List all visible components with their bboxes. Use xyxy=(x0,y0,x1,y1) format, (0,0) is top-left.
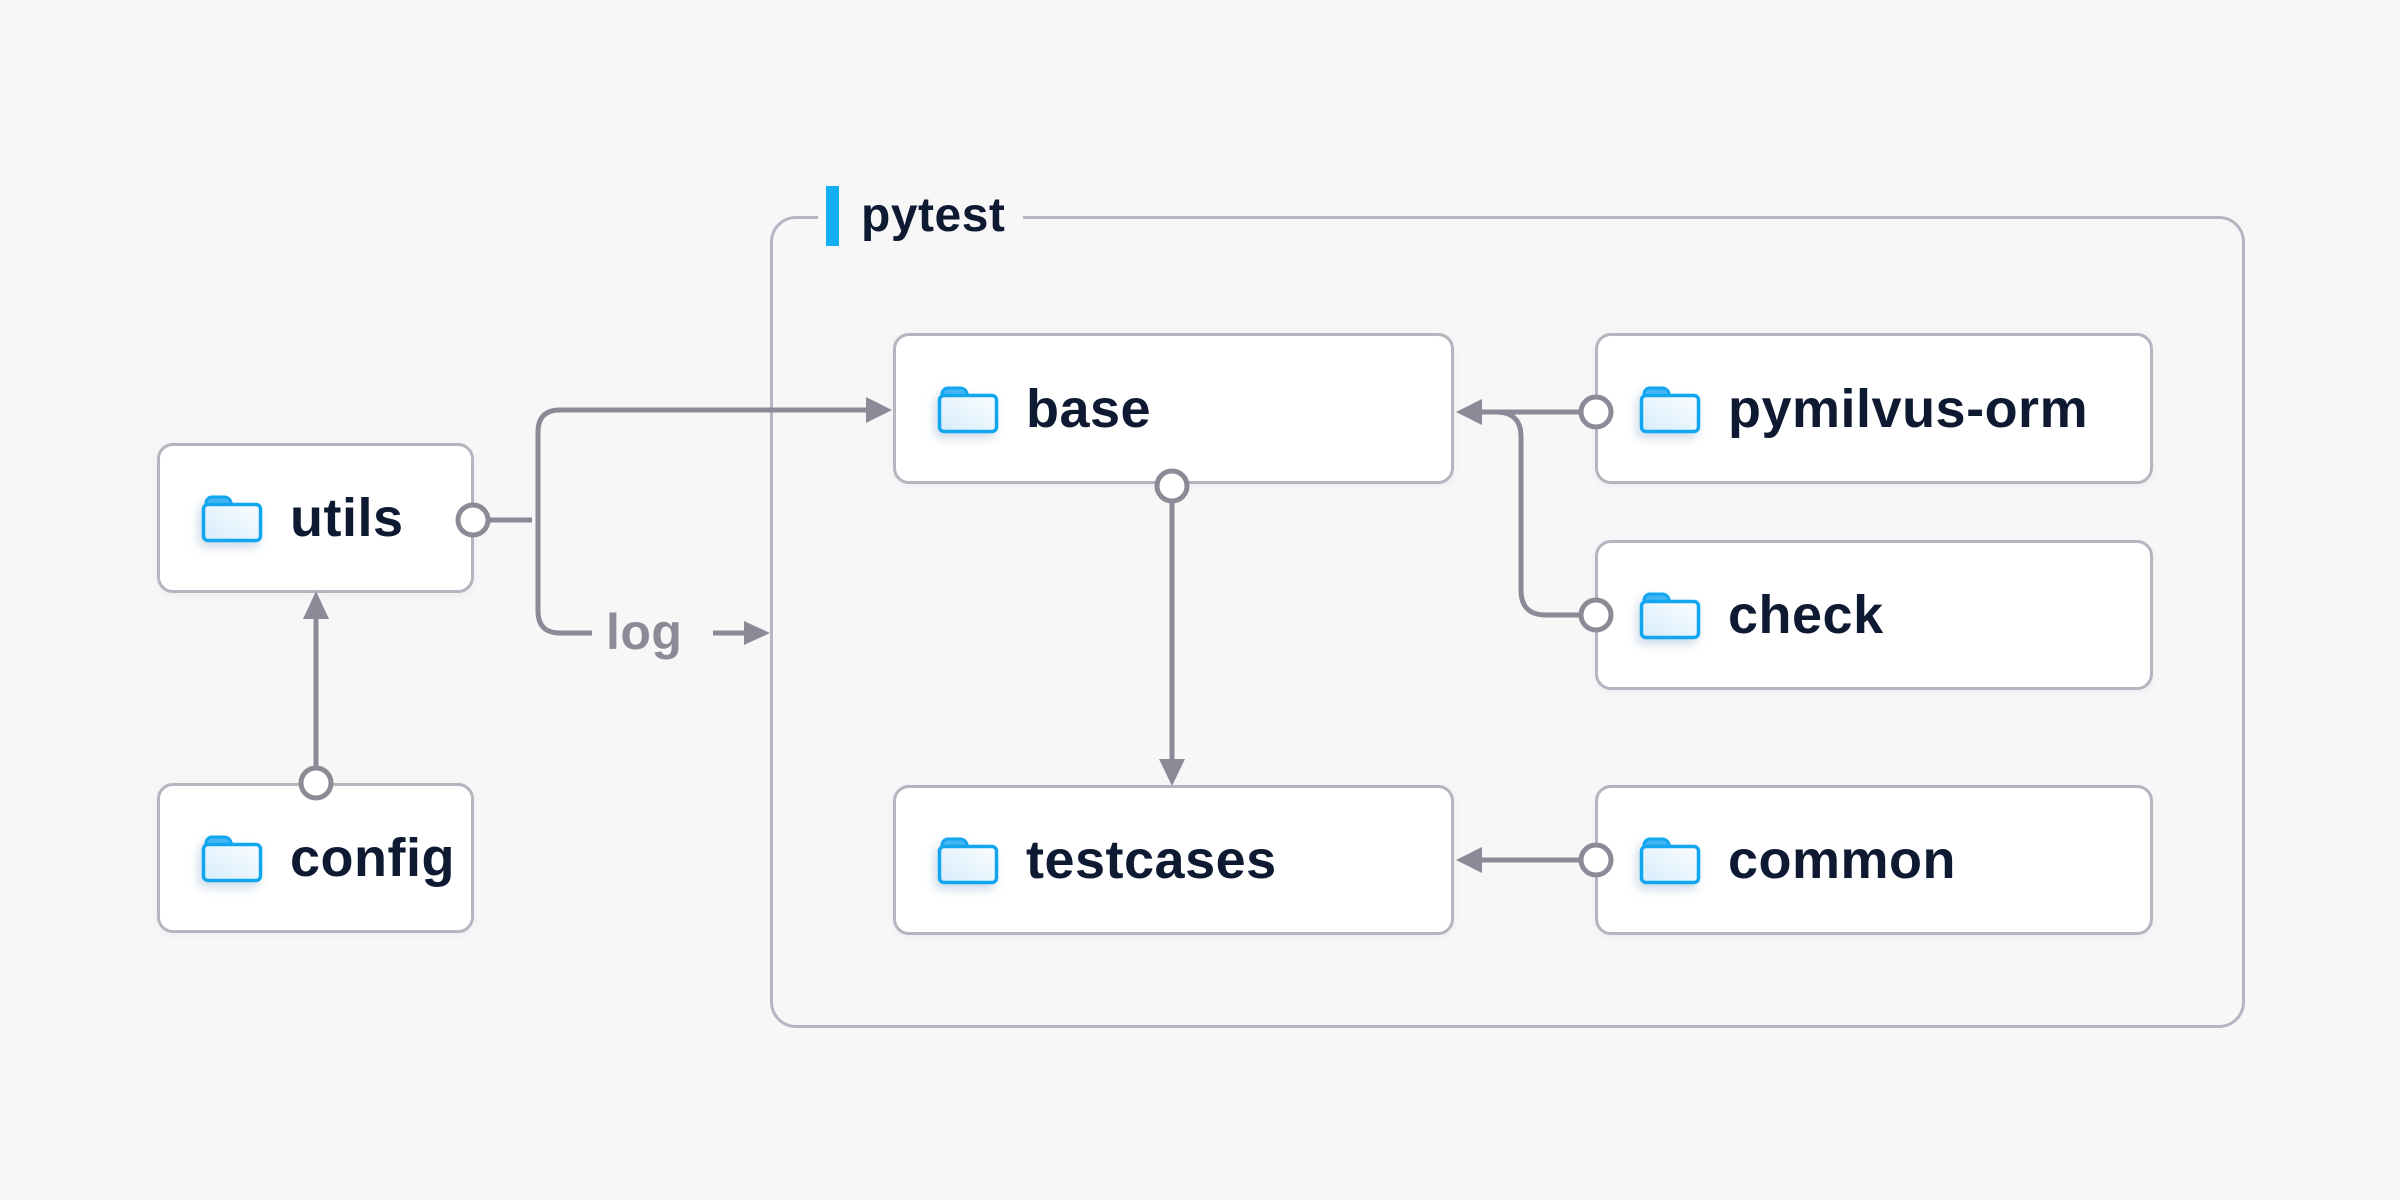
folder-icon xyxy=(1638,383,1702,435)
folder-icon xyxy=(936,834,1000,886)
node-pymilvus-orm[interactable]: pymilvus-orm xyxy=(1595,333,2153,484)
arrowhead-up-utils xyxy=(303,591,329,619)
node-testcases[interactable]: testcases xyxy=(893,785,1454,935)
node-label: pymilvus-orm xyxy=(1728,378,2089,439)
node-config[interactable]: config xyxy=(157,783,474,933)
node-label: base xyxy=(1026,378,1152,439)
folder-icon xyxy=(1638,834,1702,886)
group-pytest-label: pytest xyxy=(818,186,1024,246)
folder-icon xyxy=(1638,589,1702,641)
accent-bar-icon xyxy=(826,186,839,246)
node-label: common xyxy=(1728,830,1957,890)
node-label: config xyxy=(290,828,455,888)
node-label: check xyxy=(1728,585,1884,645)
folder-icon xyxy=(200,832,264,884)
folder-icon xyxy=(200,492,264,544)
group-title: pytest xyxy=(861,189,1006,242)
node-base[interactable]: base xyxy=(893,333,1454,484)
node-common[interactable]: common xyxy=(1595,785,2153,935)
node-label: utils xyxy=(290,488,404,548)
node-check[interactable]: check xyxy=(1595,540,2153,690)
node-utils[interactable]: utils xyxy=(157,443,474,593)
node-label: testcases xyxy=(1026,830,1277,890)
arrowhead-right-log xyxy=(744,621,770,645)
edge-label-log: log xyxy=(606,604,683,660)
folder-icon xyxy=(936,383,1000,435)
